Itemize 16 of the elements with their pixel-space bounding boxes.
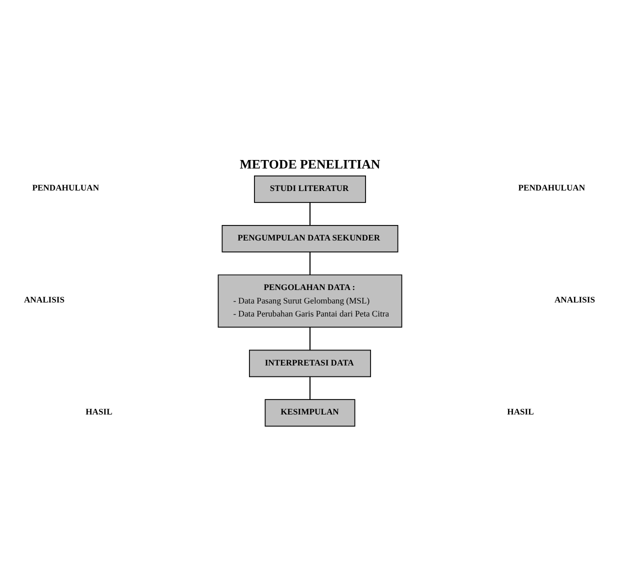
node-box: STUDI LITERATUR xyxy=(254,176,366,203)
connector xyxy=(309,376,311,400)
label: HASIL xyxy=(86,406,112,416)
node-box: PENGUMPULAN DATA SEKUNDER xyxy=(222,224,398,252)
label: HASIL xyxy=(507,406,534,416)
label: ANALISIS xyxy=(24,294,65,305)
connector xyxy=(309,327,311,350)
label: PENDAHULUAN xyxy=(518,182,586,193)
node-box: PENGOLAHAN DATA : - Data Pasang Surut Gelombang (MSL) - Data Perubahan Garis Pantai dari Peta Citra xyxy=(218,274,402,328)
diagram-title: METODE PENELITIAN xyxy=(240,157,380,172)
node-box: KESIMPULAN xyxy=(264,399,356,427)
label: ANALISIS xyxy=(554,294,596,305)
connector xyxy=(309,252,311,275)
node-box: INTERPRETASI DATA xyxy=(249,350,371,378)
label: PENDAHULUAN xyxy=(32,182,100,193)
connector xyxy=(309,202,311,226)
